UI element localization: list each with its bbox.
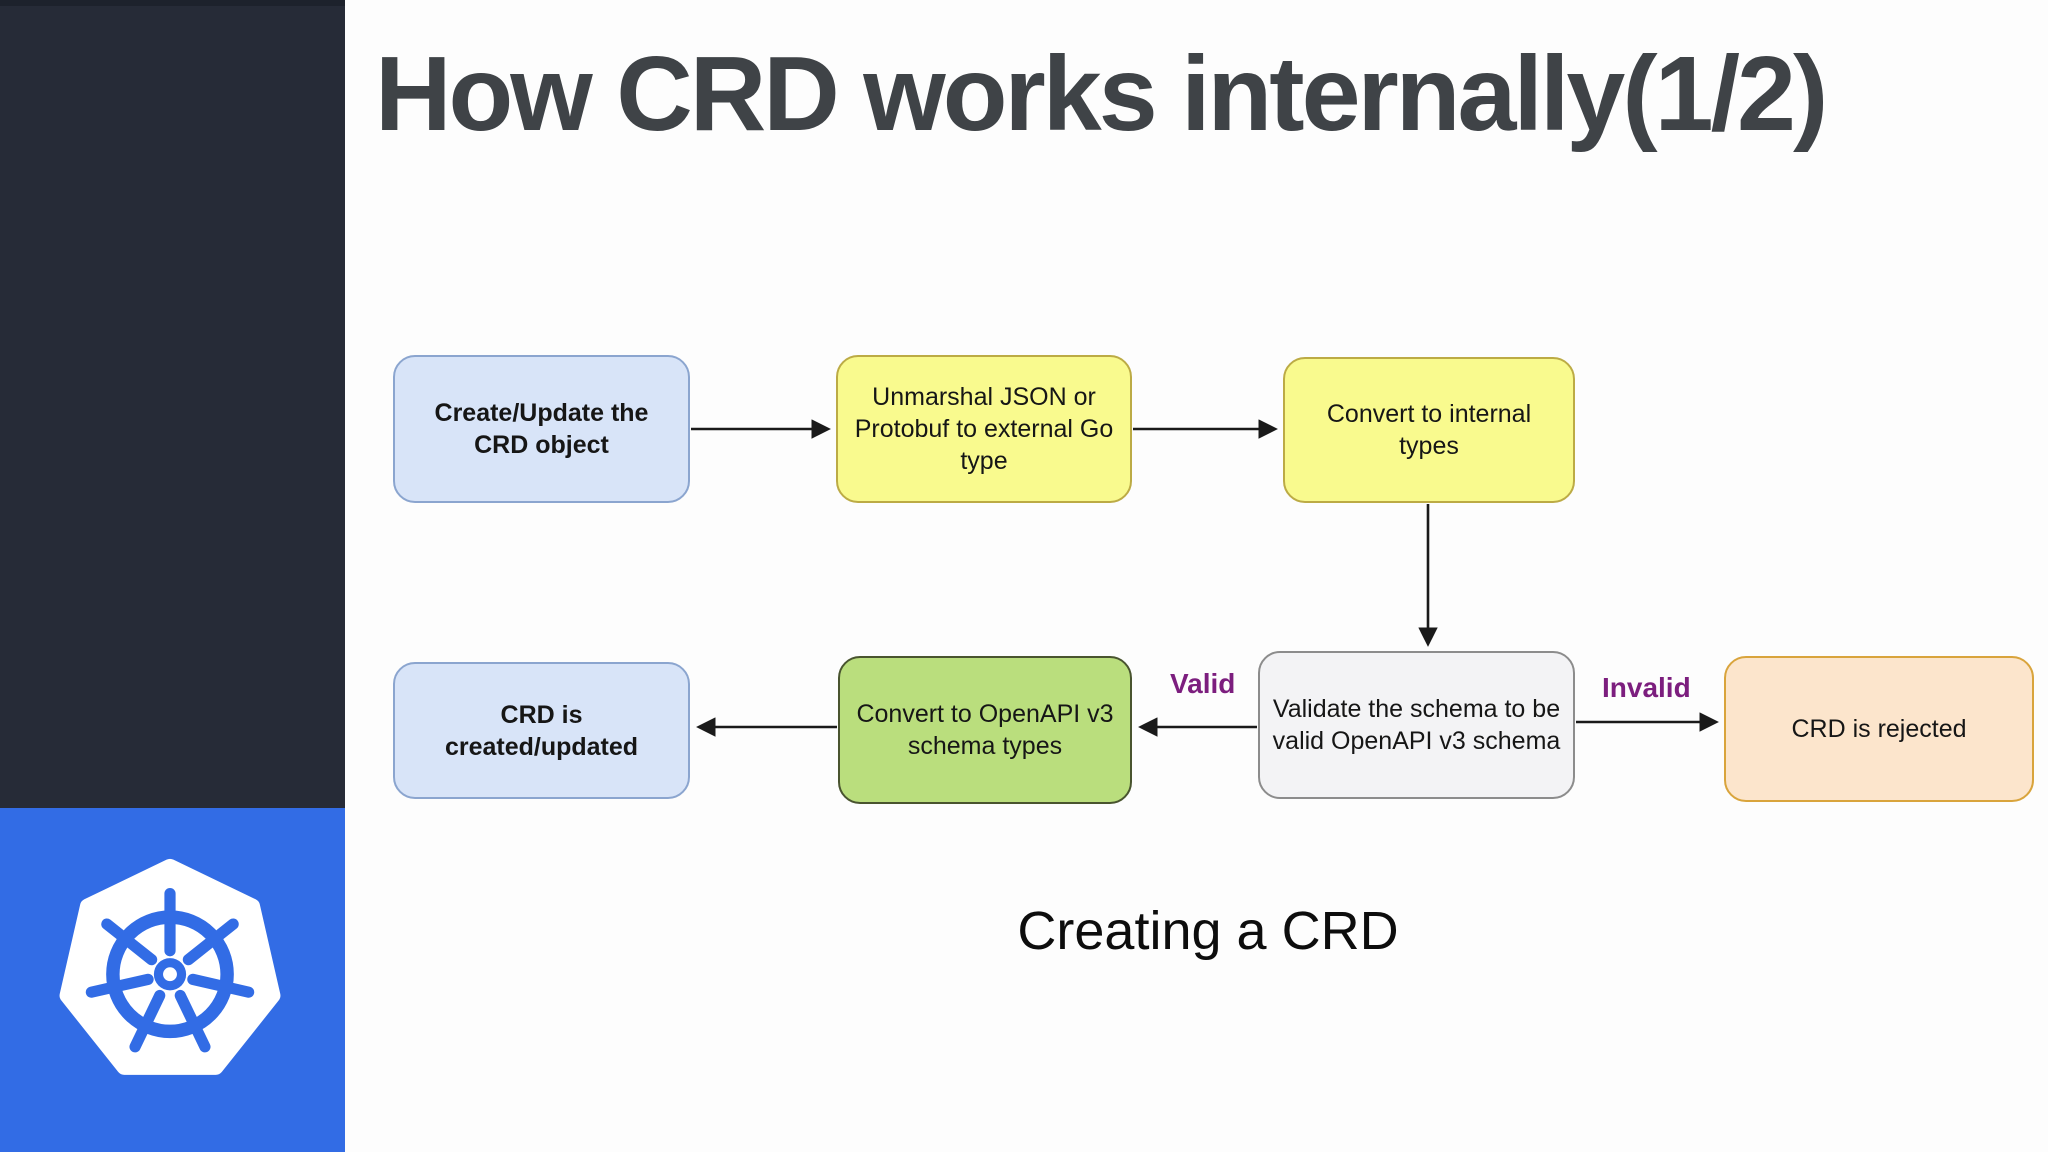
- flow-node-validate-schema: Validate the schema to be valid OpenAPI …: [1258, 651, 1575, 799]
- edge-label-valid: Valid: [1170, 668, 1236, 699]
- edge-label-invalid: Invalid: [1602, 672, 1691, 703]
- flow-node-label: Validate the schema to be valid OpenAPI …: [1272, 695, 1561, 755]
- flow-node-label: Unmarshal JSON or Protobuf to external G…: [854, 383, 1114, 475]
- kubernetes-logo: [59, 858, 281, 1075]
- flow-node-unmarshal-json: Unmarshal JSON or Protobuf to external G…: [836, 355, 1132, 503]
- flow-node-crd-created-updated: CRD is created/updated: [393, 662, 690, 799]
- flow-node-label: Convert to OpenAPI v3 schema types: [856, 700, 1114, 760]
- helm-wheel-icon: [85, 888, 255, 1053]
- flow-node-label: CRD is created/updated: [444, 700, 639, 761]
- slide-caption: Creating a CRD: [1017, 901, 1399, 961]
- flow-node-convert-openapi: Convert to OpenAPI v3 schema types: [838, 656, 1132, 804]
- flow-node-convert-internal: Convert to internal types: [1283, 357, 1575, 503]
- flow-node-crd-rejected: CRD is rejected: [1724, 656, 2034, 802]
- flow-node-label: CRD is rejected: [1791, 715, 1967, 743]
- sidebar-dark-panel: [0, 0, 345, 808]
- flow-node-label: Create/Update the CRD object: [434, 399, 649, 459]
- page-title: How CRD works internally(1/2): [375, 35, 1828, 153]
- flow-node-create-update-crd: Create/Update the CRD object: [393, 355, 690, 503]
- flow-node-label: Convert to internal types: [1326, 400, 1532, 460]
